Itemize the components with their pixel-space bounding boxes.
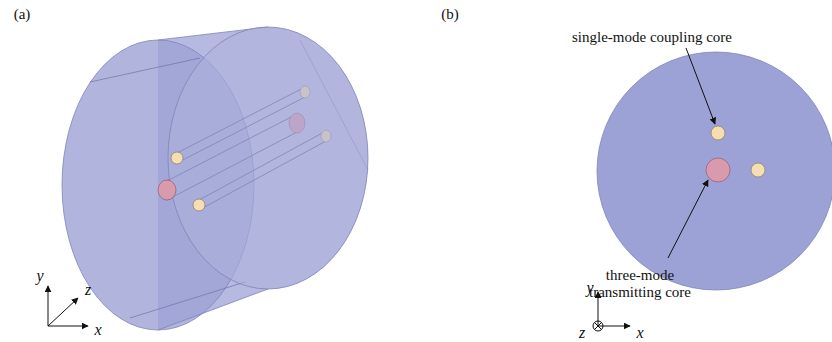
fiber-cylinder (62, 27, 368, 330)
panel-label: (a) (14, 6, 31, 23)
axis-label: y (36, 267, 43, 285)
panel-label: (b) (441, 6, 459, 23)
axis-label: y (586, 279, 593, 297)
callout-label: three-mode transmitting core (580, 267, 700, 300)
axis-label: x (636, 324, 643, 342)
callout-label: single-mode coupling core (572, 29, 732, 46)
fiber-cross-section (597, 52, 832, 290)
leader-lines (668, 48, 715, 258)
axis-label: z (85, 281, 91, 299)
axis-label: z (579, 324, 585, 342)
axes-a (48, 286, 88, 326)
axis-label: x (94, 321, 101, 339)
